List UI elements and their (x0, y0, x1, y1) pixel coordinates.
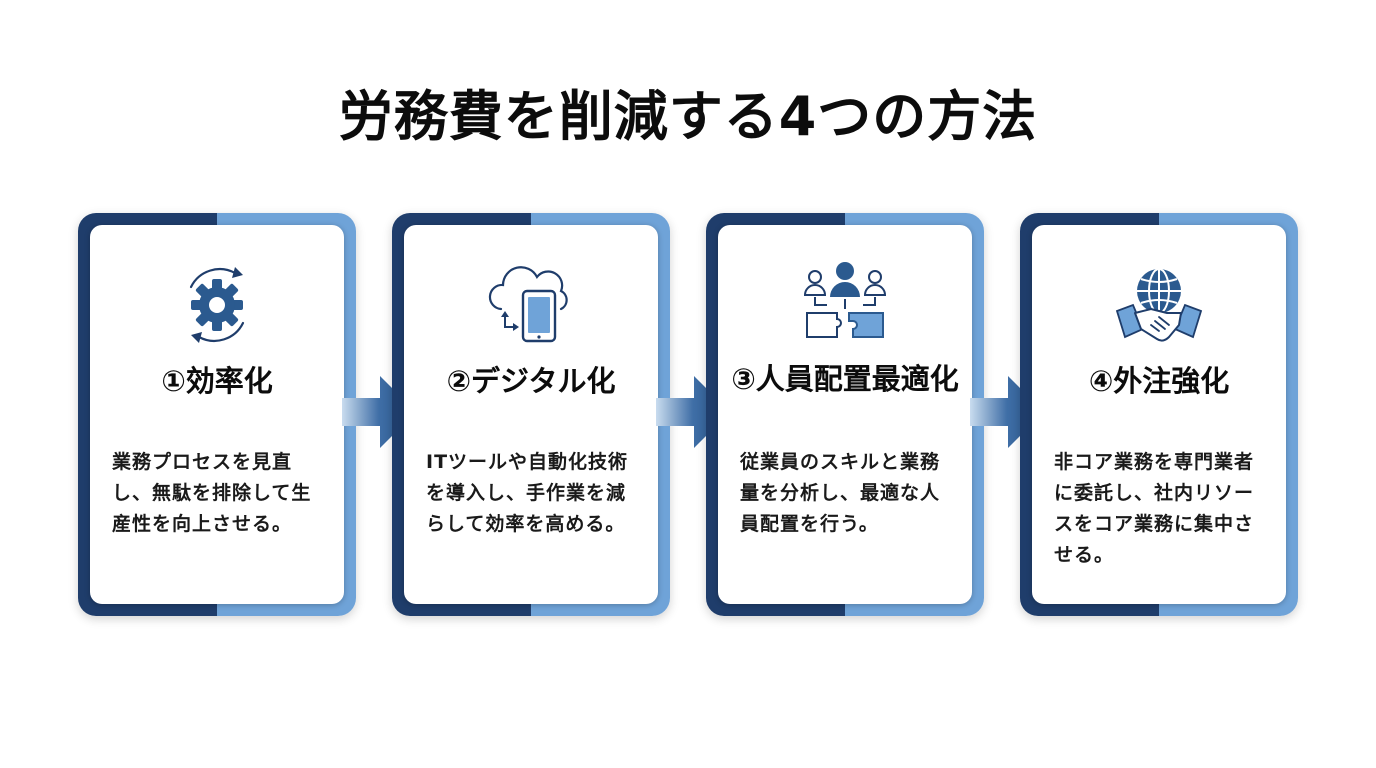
gear-cycle-icon (169, 257, 265, 353)
card-description: 業務プロセスを見直し、無駄を排除して生産性を向上させる。 (112, 451, 312, 535)
card-panel: ③人員配置最適化 従業員のスキルと業務量を分析し、最適な人員配置を行う。 (718, 225, 972, 604)
card-title: ①効率化 (161, 364, 273, 398)
card-title: ②デジタル化 (446, 364, 616, 398)
card-description: 従業員のスキルと業務量を分析し、最適な人員配置を行う。 (740, 451, 941, 535)
card-description: ITツールや自動化技術を導入し、手作業を減らして効率を高める。 (426, 451, 629, 535)
card-title: ③人員配置最適化 (731, 362, 959, 396)
step-card-outsourcing: ④外注強化 非コア業務を専門業者に委託し、社内リソースをコア業務に集中させる。 (1020, 213, 1298, 616)
card-description: 非コア業務を専門業者に委託し、社内リソースをコア業務に集中させる。 (1054, 451, 1255, 566)
card-panel: ①効率化 業務プロセスを見直し、無駄を排除して生産性を向上させる。 (90, 225, 344, 604)
step-card-staffing-optimization: ③人員配置最適化 従業員のスキルと業務量を分析し、最適な人員配置を行う。 (706, 213, 984, 616)
card-title: ④外注強化 (1088, 364, 1230, 398)
page-title: 労務費を削減する4つの方法 (338, 85, 1038, 148)
card-panel: ②デジタル化 ITツールや自動化技術を導入し、手作業を減らして効率を高める。 (404, 225, 658, 604)
step-card-efficiency: ①効率化 業務プロセスを見直し、無駄を排除して生産性を向上させる。 (78, 213, 356, 616)
card-panel: ④外注強化 非コア業務を専門業者に委託し、社内リソースをコア業務に集中させる。 (1032, 225, 1286, 604)
globe-handshake-icon (1111, 257, 1207, 353)
people-puzzle-icon (797, 253, 893, 349)
cloud-tablet-icon (483, 257, 579, 353)
step-card-digitalization: ②デジタル化 ITツールや自動化技術を導入し、手作業を減らして効率を高める。 (392, 213, 670, 616)
